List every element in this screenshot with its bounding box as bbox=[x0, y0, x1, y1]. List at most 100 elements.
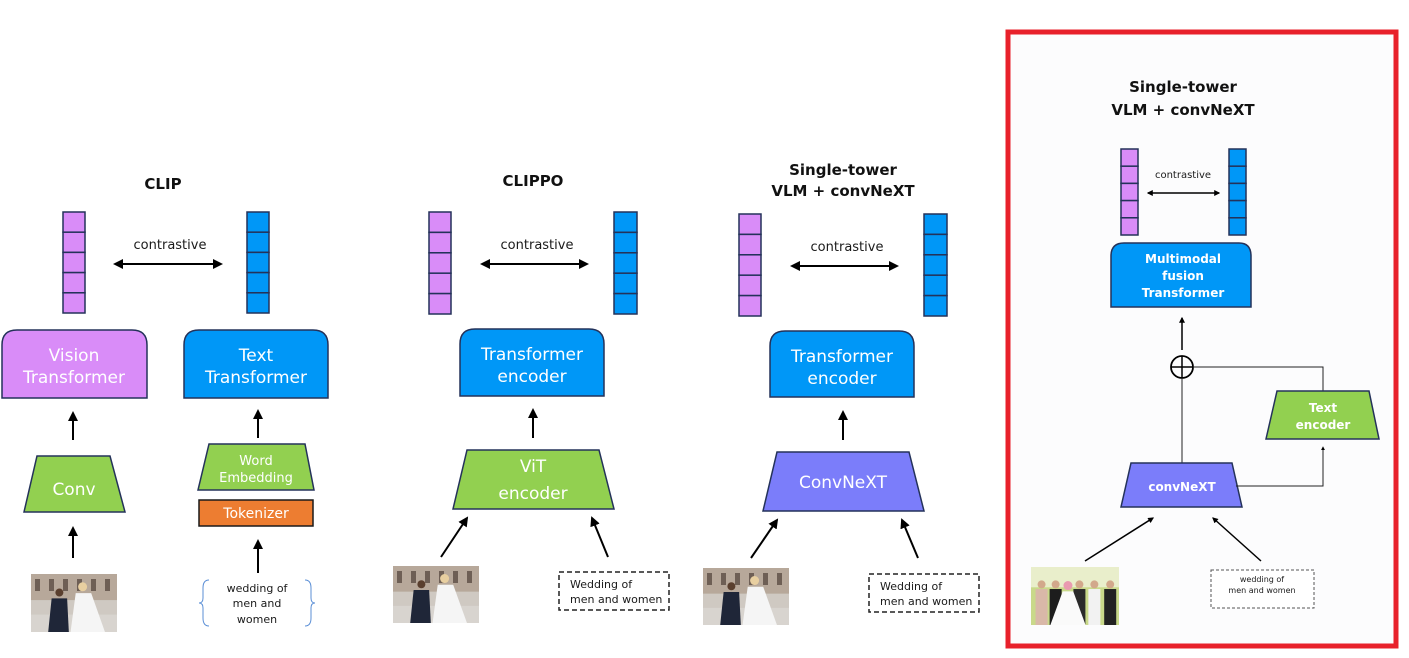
left-brace-icon bbox=[198, 579, 210, 627]
image-input-photo bbox=[1031, 567, 1119, 625]
text-transformer-label: Transformer bbox=[204, 368, 307, 388]
transformer-encoder-box bbox=[459, 328, 605, 397]
embedding-cell bbox=[428, 272, 452, 295]
window bbox=[49, 579, 54, 591]
text-encoder-label: Text bbox=[1309, 401, 1337, 415]
bride bbox=[742, 586, 777, 625]
convnext-label: ConvNeXT bbox=[799, 473, 888, 493]
window bbox=[397, 571, 402, 583]
bride-head bbox=[1063, 581, 1073, 591]
convnext-trapezoid bbox=[1120, 462, 1243, 508]
text-embedding-vector bbox=[246, 211, 270, 314]
convnext-label: convNeXT bbox=[1148, 480, 1216, 494]
building bbox=[703, 568, 789, 594]
text-encoder-label: encoder bbox=[1296, 418, 1351, 432]
text-input: men and women bbox=[570, 593, 662, 606]
text-embedding-vector bbox=[923, 213, 948, 317]
embedding-cell bbox=[738, 274, 762, 297]
embedding-cell bbox=[428, 231, 452, 254]
embedding-cell bbox=[1228, 182, 1247, 202]
person-head bbox=[1037, 580, 1046, 589]
window bbox=[425, 571, 430, 583]
vision-transformer-label: Vision bbox=[49, 346, 100, 366]
embedding-cell bbox=[428, 211, 452, 234]
diagonal-arrow bbox=[900, 518, 919, 559]
embedding-cell bbox=[1120, 148, 1139, 167]
multimodal-fusion-transformer-box bbox=[1110, 242, 1252, 308]
image-embedding-vector bbox=[428, 211, 452, 315]
person bbox=[1035, 589, 1048, 625]
embedding-cell bbox=[246, 211, 270, 233]
window bbox=[91, 579, 96, 591]
embedding-cell bbox=[923, 213, 948, 236]
embedding-cell bbox=[1228, 148, 1247, 167]
diagonal-arrow bbox=[1084, 517, 1155, 562]
word-embedding-trapezoid bbox=[197, 443, 315, 491]
embedding-cell bbox=[738, 294, 762, 317]
bride-dress bbox=[1050, 591, 1086, 625]
panel-title: VLM + convNeXT bbox=[771, 182, 915, 200]
embedding-cell bbox=[62, 211, 86, 233]
connector-arrow bbox=[1236, 446, 1325, 487]
embedding-cell bbox=[428, 292, 452, 315]
person-head bbox=[1106, 580, 1115, 589]
bride-head bbox=[78, 582, 88, 592]
panel-single-tower: Single-tower VLM + convNeXT contrastive … bbox=[703, 161, 980, 625]
text-transformer-box bbox=[183, 329, 329, 399]
text-input: women bbox=[237, 613, 277, 626]
embedding-cell bbox=[1120, 199, 1139, 219]
diagonal-arrow bbox=[440, 516, 469, 558]
embedding-cell bbox=[923, 233, 948, 256]
panel-clippo: CLIPPO contrastive Transformer encoder V… bbox=[393, 172, 670, 623]
person-head bbox=[1090, 580, 1099, 589]
contrastive-label: contrastive bbox=[1155, 170, 1211, 181]
text-embedding-vector bbox=[1228, 148, 1247, 236]
vision-transformer-label: Transformer bbox=[22, 368, 125, 388]
embedding-cell bbox=[246, 271, 270, 294]
word-embedding-label: Embedding bbox=[219, 471, 293, 486]
vit-encoder-label: encoder bbox=[498, 484, 567, 504]
vision-transformer-box bbox=[1, 329, 148, 399]
text-input: Wedding of bbox=[880, 580, 943, 593]
conv-trapezoid bbox=[23, 455, 126, 513]
panel-clip: CLIP contrastive Vision Transformer Text… bbox=[1, 175, 329, 632]
embedding-cell bbox=[246, 251, 270, 274]
window bbox=[721, 573, 726, 585]
vit-encoder-label: ViT bbox=[520, 457, 547, 477]
transformer-encoder-label: encoder bbox=[497, 367, 566, 387]
building bbox=[393, 566, 479, 592]
image-input-photo bbox=[393, 566, 479, 623]
conv-label: Conv bbox=[52, 480, 95, 500]
panel-title: CLIPPO bbox=[503, 172, 564, 190]
text-input-box bbox=[868, 573, 980, 613]
convnext-trapezoid bbox=[762, 451, 925, 512]
fusion-label: fusion bbox=[1162, 269, 1204, 283]
contrastive-label: contrastive bbox=[811, 240, 884, 255]
text-input-box bbox=[1210, 569, 1315, 609]
window bbox=[411, 571, 416, 583]
person bbox=[1104, 589, 1117, 625]
panel-single-tower-fusion: Single-tower VLM + convNeXT contrastive … bbox=[1005, 29, 1399, 649]
fusion-label: Transformer bbox=[1142, 286, 1225, 300]
embedding-cell bbox=[1228, 217, 1247, 236]
window bbox=[707, 573, 712, 585]
window bbox=[105, 579, 110, 591]
panel-title: CLIP bbox=[144, 175, 181, 193]
embedding-cell bbox=[923, 254, 948, 276]
person-head bbox=[1075, 580, 1084, 589]
embedding-cell bbox=[613, 231, 638, 254]
window bbox=[763, 573, 768, 585]
image-input-photo bbox=[703, 568, 789, 625]
embedding-cell bbox=[738, 213, 762, 236]
bride-head bbox=[750, 576, 760, 586]
bride bbox=[432, 584, 467, 623]
text-input: men and bbox=[233, 597, 282, 610]
image-embedding-vector bbox=[738, 213, 762, 317]
right-brace-icon bbox=[304, 579, 316, 627]
word-embedding-label: Word bbox=[239, 454, 272, 469]
embedding-cell bbox=[62, 292, 86, 314]
text-input: wedding of bbox=[227, 582, 289, 595]
fusion-label: Multimodal bbox=[1145, 252, 1221, 266]
contrastive-label: contrastive bbox=[134, 238, 207, 253]
